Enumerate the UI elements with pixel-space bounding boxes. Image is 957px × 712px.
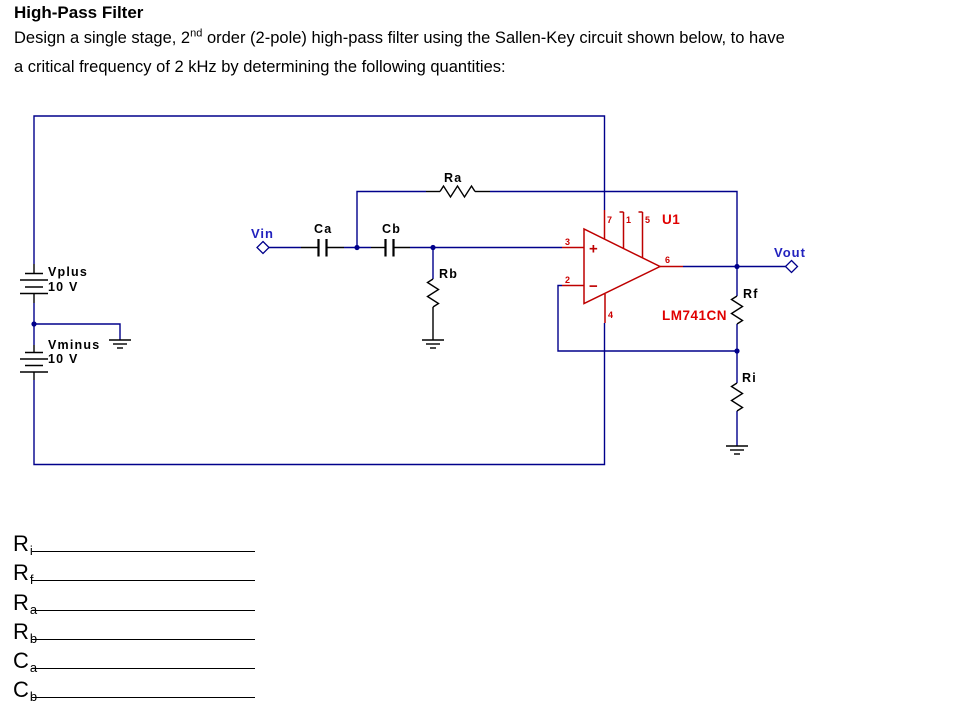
capacitor-cb-symbol [371,239,410,257]
answer-label: Rb [13,618,38,646]
components [20,184,748,455]
opamp-pin1-lead [619,211,625,248]
answer-row-ca: Ca [13,648,313,677]
answer-blank-line [32,697,255,699]
opamp-pin5-lead [638,211,644,258]
ground-midrail-icon [109,339,131,349]
pin-number-4: 4 [608,310,613,320]
pin-number-5: 5 [645,215,650,225]
pin-number-1: 1 [626,215,631,225]
wires [33,115,786,466]
rb-label: Rb [439,267,458,281]
capacitor-ca-symbol [301,239,344,257]
answer-blank-line [32,551,255,552]
answer-blank-line [32,580,255,582]
answer-row-ri: Ri [13,531,313,560]
junction-dot [31,321,37,327]
answer-row-rb: Rb [13,619,313,648]
opamp-u1-symbol [562,210,683,323]
rf-label: Rf [743,287,759,301]
answer-blank-line [32,609,255,611]
junction-dot [734,263,740,270]
resistor-rb-symbol [426,278,440,340]
junction-dot [430,244,436,251]
answer-blank-line [32,668,255,670]
wire-vplus-to-pin7 [33,115,606,264]
vin-net-label: Vin [251,226,274,241]
answer-label: Ra [13,589,38,617]
ground-rb-icon [422,339,444,349]
cb-label: Cb [382,222,401,236]
resistor-ra-symbol [426,184,490,199]
page-title: High-Pass Filter [14,3,144,22]
opamp-minus-input-sign: − [589,278,598,295]
pin-number-6: 6 [665,255,670,265]
battery-vplus-symbol [20,264,48,303]
opamp-part-label: LM741CN [662,308,727,323]
battery-vminus-symbol [20,345,48,380]
problem-text-line1: Design a single stage, 2nd order (2-pole… [14,27,785,47]
ground-ri-icon [726,445,748,455]
resistor-rf-symbol [730,295,744,325]
pin-number-3: 3 [565,237,570,247]
answer-row-cb: Cb [13,677,313,706]
answer-label: Ri [13,531,33,558]
resistor-ri-symbol [730,382,744,412]
junction-dots [31,244,740,354]
vminus-value-label: 10 V [48,352,79,366]
opamp-plus-input-sign: + [589,241,598,258]
wire-vminus-to-pin4 [33,323,606,466]
ri-label: Ri [742,371,757,385]
answer-row-ra: Ra [13,590,313,619]
answer-label: Rf [13,560,34,588]
opamp-triangle [583,227,662,305]
vminus-name-label: Vminus [48,338,100,352]
answer-label: Ca [13,648,38,676]
opamp-pin-numbers: 3 2 7 1 5 4 6 [565,215,670,320]
ca-label: Ca [314,222,332,236]
vout-terminal-icon [784,259,799,274]
answer-label: Cb [13,677,38,705]
superscript-nd: nd [190,27,203,40]
ra-label: Ra [444,171,462,185]
answer-blanks-section: Ri Rf Ra Rb Ca Cb [13,531,313,707]
vout-net-label: Vout [774,245,806,260]
vplus-value-label: 10 V [48,280,79,294]
junction-dot [354,244,360,251]
answer-blank-line [32,638,255,640]
vin-terminal-icon [256,240,270,255]
problem-header: High-Pass Filter Design a single stage, … [14,2,954,82]
answer-row-rf: Rf [13,560,313,589]
wire-ra-to-output [490,190,738,267]
pin-number-7: 7 [607,215,612,225]
wire-mid-to-ground [34,323,121,340]
vplus-name-label: Vplus [48,265,88,279]
opamp-designator-label: U1 [662,212,680,227]
pin-number-2: 2 [565,275,570,285]
junction-dot [734,348,740,354]
wire-feedback-to-pin2 [557,284,737,352]
problem-text-line2: a critical frequency of 2 kHz by determi… [14,58,506,76]
wire-nodea-to-ra [356,190,426,248]
